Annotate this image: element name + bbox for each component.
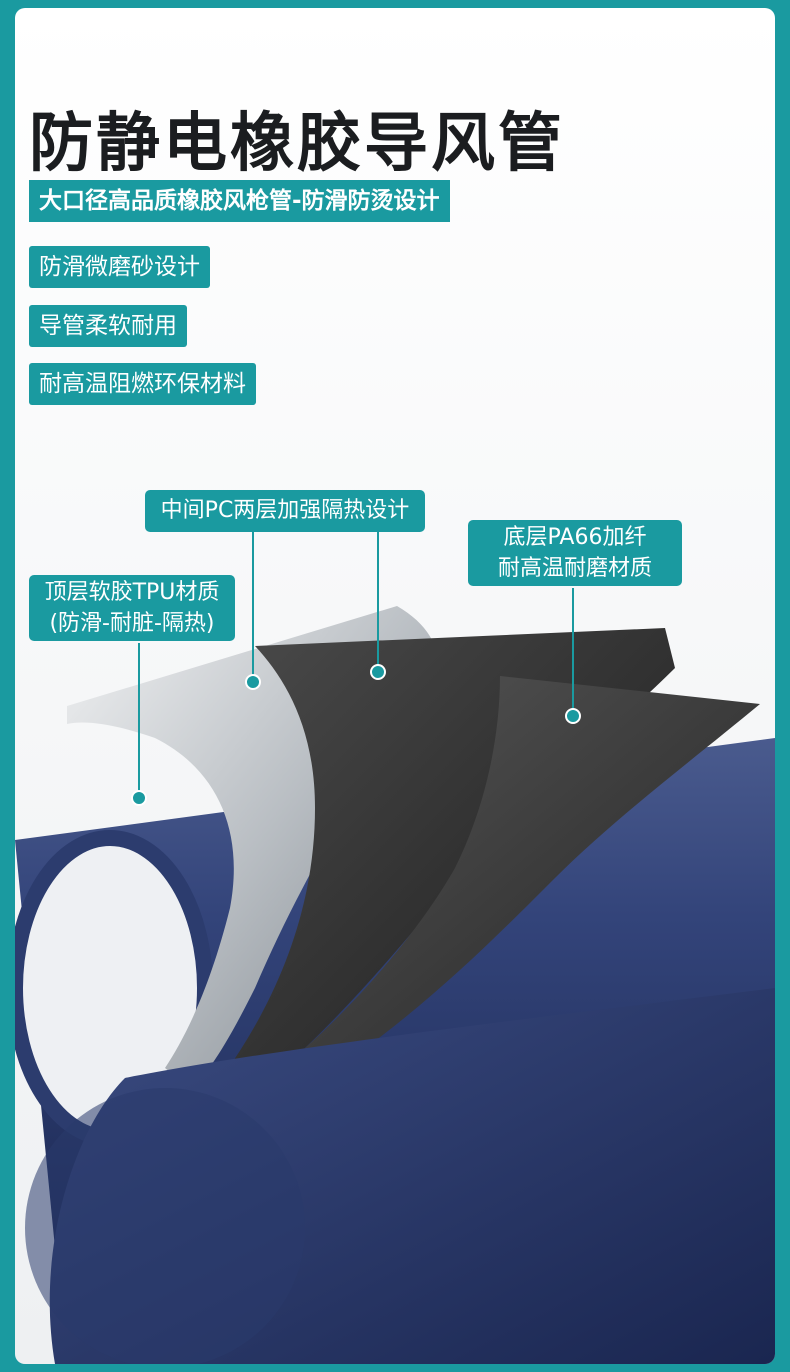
product-subtitle-banner: 大口径高品质橡胶风枪管-防滑防烫设计 (29, 180, 450, 222)
feature-badge-durable: 导管柔软耐用 (29, 305, 187, 347)
marker-dot-black-middle (370, 664, 386, 680)
marker-dot-tpu (131, 790, 147, 806)
marker-dot-silver (245, 674, 261, 690)
callout-bottom-layer-line1: 底层PA66加纤 (503, 525, 647, 550)
callout-top-layer: 顶层软胶TPU材质 (防滑-耐脏-隔热) (29, 575, 235, 641)
product-card: 防静电橡胶导风管 大口径高品质橡胶风枪管-防滑防烫设计 防滑微磨砂设计 导管柔软… (15, 8, 775, 1364)
product-title: 防静电橡胶导风管 (29, 107, 565, 181)
callout-middle-layer-text: 中间PC两层加强隔热设计 (160, 498, 410, 523)
leader-line-top (138, 643, 140, 793)
feature-badge-heat-resistant: 耐高温阻燃环保材料 (29, 363, 256, 405)
black-bottom-layer (270, 676, 760, 1083)
callout-top-layer-line1: 顶层软胶TPU材质 (44, 580, 220, 605)
leader-line-middle-a (252, 532, 254, 680)
callout-bottom-layer: 底层PA66加纤 耐高温耐磨材质 (468, 520, 682, 586)
callout-middle-layer: 中间PC两层加强隔热设计 (145, 490, 425, 532)
callout-top-layer-line2: (防滑-耐脏-隔热) (49, 611, 215, 636)
marker-dot-black-bottom (565, 708, 581, 724)
leader-line-bottom (572, 588, 574, 714)
feature-badge-anti-slip: 防滑微磨砂设计 (29, 246, 210, 288)
callout-bottom-layer-line2: 耐高温耐磨材质 (497, 556, 652, 581)
hose-layers-illustration (15, 606, 775, 1364)
hose-front-shading (25, 1088, 305, 1364)
leader-line-middle-b (377, 532, 379, 668)
